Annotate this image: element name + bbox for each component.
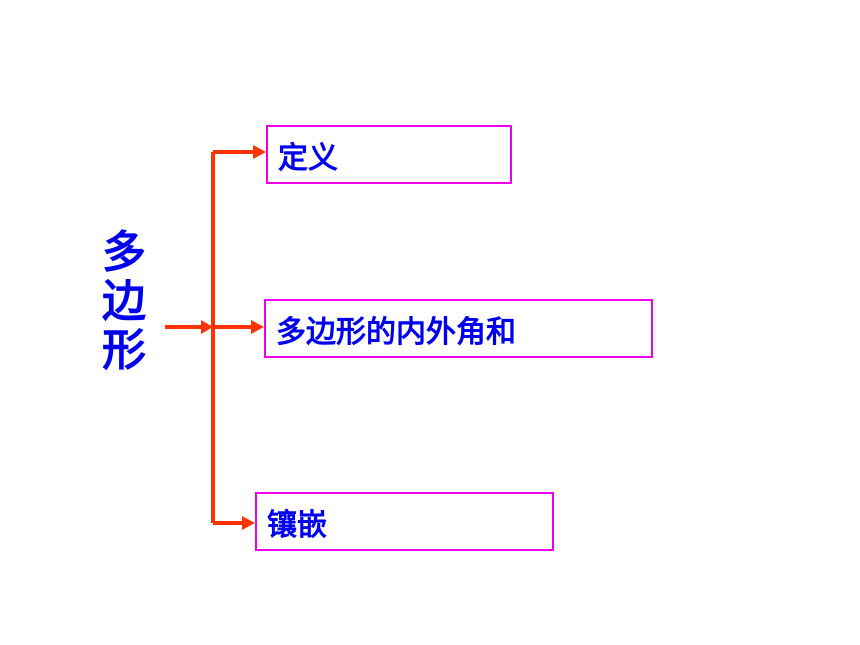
arrowhead-3 xyxy=(242,516,255,530)
connector-group xyxy=(165,150,255,525)
arrowhead-2 xyxy=(251,320,264,334)
root-char-3: 形 xyxy=(102,325,146,376)
child-node-angle-sum-label: 多边形的内外角和 xyxy=(276,314,516,350)
child-node-definition-label: 定义 xyxy=(278,140,338,176)
child-node-definition: 定义 xyxy=(266,125,512,184)
root-node-label: 多 边 形 xyxy=(98,228,150,375)
child-node-angle-sum: 多边形的内外角和 xyxy=(264,299,653,358)
child-node-tessellation: 镶嵌 xyxy=(255,492,554,551)
child-node-tessellation-label: 镶嵌 xyxy=(267,507,327,543)
arrowheads xyxy=(201,145,266,530)
arrowhead-root xyxy=(201,320,213,334)
root-char-2: 边 xyxy=(102,276,146,327)
root-char-1: 多 xyxy=(102,227,146,278)
arrowhead-1 xyxy=(253,145,266,159)
